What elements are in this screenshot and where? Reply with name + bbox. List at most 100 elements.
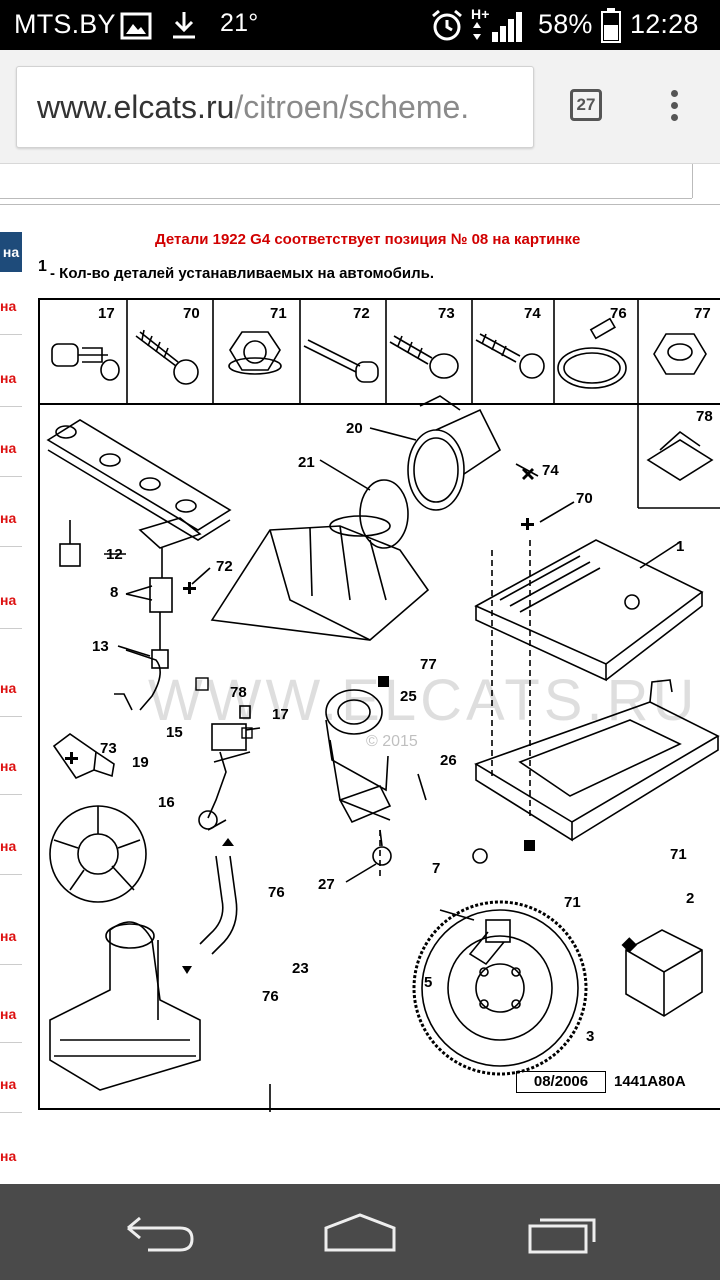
callout-label[interactable]: 74 <box>542 462 559 479</box>
side-label[interactable]: на <box>0 1076 17 1092</box>
page-heading: Детали 1922 G4 соответствует позиция № 0… <box>155 231 581 248</box>
home-icon[interactable] <box>322 1212 398 1254</box>
intake-manifold-drawing <box>49 921 201 1091</box>
leader-lines <box>104 427 681 1112</box>
part-number-label: 72 <box>353 305 370 322</box>
part-number-label: 73 <box>438 305 455 322</box>
side-separator <box>0 1112 22 1113</box>
callout-label[interactable]: 15 <box>166 724 183 741</box>
part-number-label: 70 <box>183 305 200 322</box>
screw-70-icon <box>135 329 199 385</box>
callout-label[interactable]: 78 <box>230 684 247 701</box>
url-path: /citroen/scheme. <box>234 89 470 125</box>
callout-label[interactable]: 21 <box>298 454 315 471</box>
bolt-72-icon <box>303 339 379 383</box>
system-nav-bar <box>0 1184 720 1280</box>
side-separator <box>0 874 22 875</box>
status-bar: MTS.BY 21° H+ 58% 12:28 <box>0 0 720 50</box>
callout-label[interactable]: 70 <box>576 490 593 507</box>
callout-label[interactable]: 5 <box>424 974 433 991</box>
side-label[interactable]: на <box>0 758 17 774</box>
airflow-meter-drawing <box>407 395 502 511</box>
sensor-bracket-drawing <box>198 705 261 830</box>
side-tab[interactable]: на <box>0 232 22 272</box>
recent-apps-icon[interactable] <box>526 1212 600 1256</box>
side-separator <box>0 716 22 717</box>
web-page: на на на на на на на на на на на на на Детали 1922 … <box>0 164 720 1184</box>
side-label[interactable]: на <box>0 510 17 526</box>
side-separator <box>0 794 22 795</box>
callout-label[interactable]: 19 <box>132 754 149 771</box>
callout-label[interactable]: 76 <box>262 988 279 1005</box>
side-label[interactable]: на <box>0 592 17 608</box>
side-label[interactable]: на <box>0 1148 17 1164</box>
callout-label[interactable]: 71 <box>670 846 687 863</box>
side-label[interactable]: на <box>0 680 17 696</box>
diagram-reference: 1441A80A <box>614 1073 686 1090</box>
note-text: - Кол-во деталей устанавливаемых на авто… <box>50 265 435 282</box>
callout-label[interactable]: 73 <box>100 740 117 757</box>
side-label[interactable]: на <box>0 928 17 944</box>
callout-label[interactable]: 2 <box>686 890 695 907</box>
image-icon <box>120 12 152 40</box>
callout-label[interactable]: 17 <box>272 706 289 723</box>
callout-label[interactable]: 77 <box>420 656 437 673</box>
nut-77-icon <box>653 333 707 375</box>
clamp-76-icon <box>557 317 627 389</box>
side-separator <box>0 546 22 547</box>
crank-sensor-drawing <box>52 733 115 780</box>
side-label[interactable]: на <box>0 370 17 386</box>
part-number-label: 17 <box>98 305 115 322</box>
battery-icon <box>601 8 621 43</box>
marker-71 <box>524 840 535 851</box>
watermark-year: © 2015 <box>366 733 418 750</box>
download-icon <box>173 12 195 39</box>
back-icon[interactable] <box>124 1216 196 1252</box>
part-number-label: 74 <box>524 305 541 322</box>
callout-label[interactable]: 20 <box>346 420 363 437</box>
side-label[interactable]: на <box>0 1006 17 1022</box>
side-label[interactable]: на <box>0 440 17 456</box>
callout-label[interactable]: 26 <box>440 752 457 769</box>
side-label[interactable]: на <box>0 298 17 314</box>
callout-label[interactable]: 23 <box>292 960 309 977</box>
part-number-label: 71 <box>270 305 287 322</box>
signal-bars-icon <box>492 12 522 42</box>
fastener-17-icon <box>51 343 120 381</box>
signal-icon <box>473 22 481 40</box>
callout-label[interactable]: 13 <box>92 638 109 655</box>
air-filter-housing-drawing <box>210 515 430 641</box>
callout-label[interactable]: 27 <box>318 876 335 893</box>
browser-toolbar: www.elcats.ru/citroen/scheme. <box>0 50 720 164</box>
address-bar[interactable]: www.elcats.ru/citroen/scheme. <box>16 66 534 148</box>
clock: 12:28 <box>630 9 699 39</box>
callout-label[interactable]: 1 <box>676 538 685 555</box>
side-label[interactable]: на <box>0 838 17 854</box>
ecu-drawing <box>474 539 704 682</box>
marker-77 <box>378 676 389 687</box>
callout-label[interactable]: 8 <box>110 584 119 601</box>
overflow-menu-icon[interactable] <box>660 82 690 130</box>
callout-label[interactable]: 25 <box>400 688 417 705</box>
callout-label[interactable]: 71 <box>564 894 581 911</box>
screw-74-icon <box>475 333 545 379</box>
carrier-name: MTS.BY <box>14 9 116 39</box>
seal-ring-drawing <box>359 479 409 549</box>
divider <box>692 164 693 198</box>
tabs-button[interactable]: 27 <box>570 89 602 121</box>
marker-74 <box>522 468 534 480</box>
callout-label[interactable]: 72 <box>216 558 233 575</box>
marker-17 <box>241 727 253 739</box>
side-separator <box>0 964 22 965</box>
diagram-drawing <box>40 300 720 1112</box>
callout-label[interactable]: 3 <box>586 1028 595 1045</box>
callout-label[interactable]: 16 <box>158 794 175 811</box>
side-separator <box>0 628 22 629</box>
temperature: 21° <box>220 9 259 37</box>
callout-label[interactable]: 76 <box>268 884 285 901</box>
part-number-label: 76 <box>610 305 627 322</box>
alarm-icon <box>432 9 462 41</box>
callout-label[interactable]: 7 <box>432 860 441 877</box>
callout-label[interactable]: 12 <box>106 546 123 563</box>
